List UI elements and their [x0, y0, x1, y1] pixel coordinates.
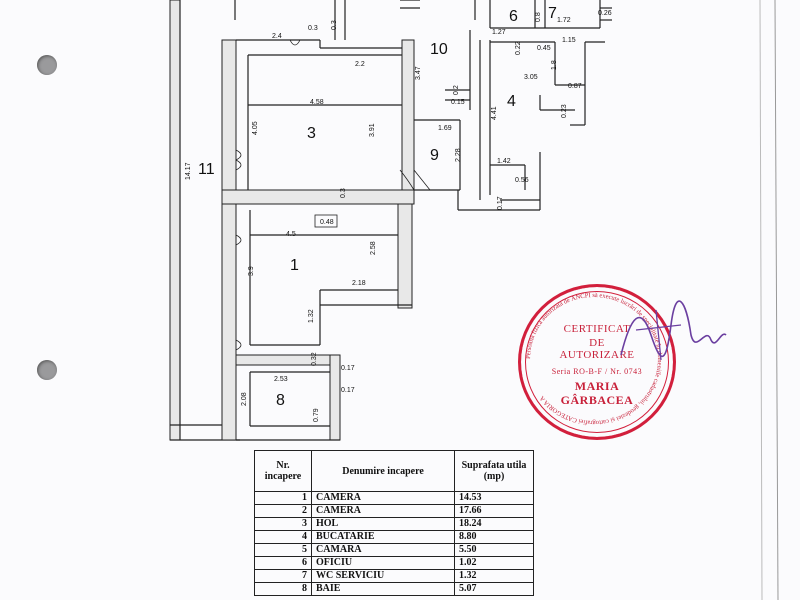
room-label-3: 3 — [307, 125, 316, 142]
stamp-line-5: MARIA — [574, 379, 620, 393]
svg-text:0.8: 0.8 — [535, 12, 542, 22]
svg-text:0.87: 0.87 — [568, 83, 582, 90]
stamp-line-2: DE — [589, 337, 605, 349]
svg-text:0.23: 0.23 — [561, 104, 568, 118]
certification-stamp: Persoană fizică autorizată de ANCPI să e… — [518, 284, 727, 440]
stamp-ring-text: Persoană fizică autorizată de ANCPI să e… — [525, 292, 663, 426]
svg-text:14.17: 14.17 — [185, 162, 192, 180]
signature — [620, 300, 727, 361]
svg-text:0.26: 0.26 — [598, 10, 612, 17]
wall-room1-left — [221, 203, 237, 441]
dimension-labels: 2.4 0.3 0.3 2.2 3.47 0.8 1.27 1.72 0.26 … — [185, 10, 612, 422]
svg-text:0.3: 0.3 — [308, 25, 318, 32]
svg-text:2.08: 2.08 — [241, 392, 248, 406]
header-area: Suprafata utila (mp) — [454, 450, 534, 492]
svg-text:0.45: 0.45 — [537, 45, 551, 52]
svg-text:0.79: 0.79 — [313, 408, 320, 422]
svg-text:2.53: 2.53 — [274, 376, 288, 383]
svg-text:2.2: 2.2 — [355, 61, 365, 68]
svg-text:0.22: 0.22 — [515, 41, 522, 55]
svg-text:4.41: 4.41 — [491, 106, 498, 120]
svg-text:0.17: 0.17 — [341, 387, 355, 394]
svg-text:2.58: 2.58 — [370, 241, 377, 255]
svg-text:0.17: 0.17 — [497, 196, 504, 210]
punch-hole-top — [37, 55, 57, 75]
header-name: Denumire incapere — [311, 450, 455, 492]
svg-text:1.72: 1.72 — [557, 17, 571, 24]
room-label-4: 4 — [507, 93, 516, 110]
svg-text:3.05: 3.05 — [524, 74, 538, 81]
svg-text:2.4: 2.4 — [272, 33, 282, 40]
stamp-line-3: AUTORIZARE — [559, 349, 635, 361]
stamp-line-1: CERTIFICAT — [563, 323, 631, 335]
svg-text:0.48: 0.48 — [320, 219, 334, 226]
wall-room8-right — [329, 354, 341, 441]
wall-room8-top — [235, 354, 337, 366]
room-label-6: 6 — [509, 8, 518, 25]
wall-room1-right — [397, 203, 413, 309]
wall-room3-right — [401, 39, 415, 191]
svg-text:1.42: 1.42 — [497, 158, 511, 165]
svg-text:0.2: 0.2 — [453, 85, 460, 95]
svg-text:2.18: 2.18 — [352, 280, 366, 287]
svg-text:1.8: 1.8 — [551, 60, 558, 70]
punch-hole-bottom — [37, 360, 57, 380]
svg-text:0.32: 0.32 — [311, 352, 318, 366]
svg-text:3.91: 3.91 — [369, 123, 376, 137]
svg-text:3.47: 3.47 — [415, 66, 422, 80]
svg-text:3.9: 3.9 — [248, 266, 255, 276]
wall-room3-left — [221, 39, 237, 191]
room-label-11: 11 — [198, 161, 215, 178]
svg-text:0.17: 0.17 — [341, 365, 355, 372]
stamp-line-4: Seria RO-B-F / Nr. 0743 — [551, 367, 643, 376]
svg-text:0.56: 0.56 — [515, 177, 529, 184]
svg-text:4.58: 4.58 — [310, 99, 324, 106]
svg-text:4.5: 4.5 — [286, 231, 296, 238]
svg-text:4.05: 4.05 — [252, 121, 259, 135]
room-label-8: 8 — [276, 392, 285, 409]
room-label-1: 1 — [290, 257, 299, 274]
svg-text:0.3: 0.3 — [340, 188, 347, 198]
room-label-9: 9 — [430, 147, 439, 164]
svg-text:0.3: 0.3 — [331, 20, 338, 30]
room-area-table: Nr. incapere Denumire incapere Suprafata… — [254, 450, 534, 596]
svg-text:2.28: 2.28 — [455, 148, 462, 162]
svg-text:0.15: 0.15 — [451, 99, 465, 106]
wall-middle — [221, 189, 415, 205]
svg-text:1.69: 1.69 — [438, 125, 452, 132]
room-label-7: 7 — [548, 5, 557, 22]
svg-text:1.32: 1.32 — [308, 309, 315, 323]
room-label-10: 10 — [430, 41, 448, 58]
stamp-line-6: GÂRBACEA — [560, 393, 634, 407]
header-nr: Nr. incapere — [254, 450, 312, 492]
svg-text:1.27: 1.27 — [492, 29, 506, 36]
terrace-wall — [169, 0, 181, 441]
svg-text:1.15: 1.15 — [562, 37, 576, 44]
